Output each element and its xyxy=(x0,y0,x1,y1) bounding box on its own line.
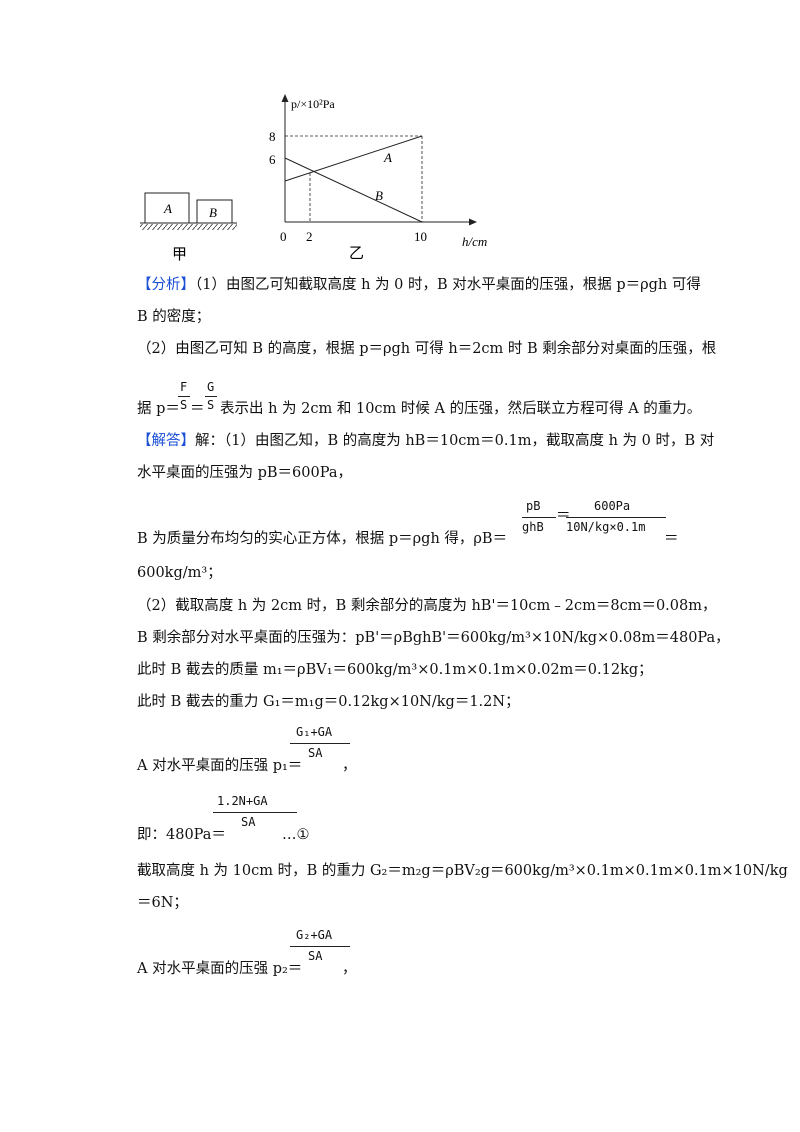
analysis-line-2: B 的密度； xyxy=(137,309,211,325)
y-tick-8: 8 xyxy=(269,129,276,144)
fraction-g-den: S xyxy=(207,398,215,412)
line-b-label: B xyxy=(375,188,383,203)
block-a-label: A xyxy=(163,201,172,216)
rho-frac-num: pB xyxy=(526,499,541,513)
figure-yi-caption: 乙 xyxy=(349,246,364,262)
x-tick-0: 0 xyxy=(280,229,287,244)
rho-frac-den: ghB xyxy=(522,520,544,534)
y-tick-6: 6 xyxy=(269,152,276,167)
answer-line-7: 此时 B 截去的质量 m₁＝ρBV₁＝600kg/m³×0.1m×0.1m×0.… xyxy=(137,662,653,678)
rho-frac-bar xyxy=(522,517,556,518)
line-a-label: A xyxy=(383,150,392,165)
p1-pre: A 对水平桌面的压强 p₁＝ xyxy=(137,758,303,774)
analysis-line-1: 【分析】（1）由图乙可知截取高度 h 为 0 时，B 对水平桌面的压强，根据 p… xyxy=(137,275,701,295)
analysis-line-3: （2）由图乙可知 B 的高度，根据 p＝ρgh 可得 h＝2cm 时 B 剩余部… xyxy=(137,341,717,357)
answer-line-3: B 为质量分布均匀的实心正方体，根据 p＝ρgh 得，ρB＝ xyxy=(137,531,508,547)
figure-jia-caption: 甲 xyxy=(172,247,187,263)
rho-frac2-num: 600Pa xyxy=(594,499,631,513)
x-tick-2: 2 xyxy=(306,229,313,244)
answer-line-6: B 剩余部分对水平桌面的压强为：pB'＝ρBghB'＝600kg/m³×10N/… xyxy=(137,630,730,646)
p2-den: SA xyxy=(308,949,323,963)
p2-post: ， xyxy=(342,961,357,977)
y-axis-label: p/×10²Pa xyxy=(291,97,335,111)
answer-line-2: 水平桌面的压强为 pB＝600Pa， xyxy=(137,465,352,481)
eq1-bar xyxy=(213,812,297,813)
p2-bar xyxy=(290,946,350,947)
figure-jia: A B 甲 xyxy=(140,192,237,263)
answer-line-1: 【解答】解：（1）由图乙知，B 的高度为 hB＝10cm＝0.1m，截取高度 h… xyxy=(137,431,714,451)
x-axis-label: h/cm xyxy=(462,234,487,249)
answer-line-10: ＝6N； xyxy=(137,895,188,911)
answer-line-3-end: ＝ xyxy=(664,531,679,547)
p1-bar xyxy=(290,743,350,744)
p1-post: ， xyxy=(342,758,357,774)
fraction-f-bar xyxy=(178,396,190,397)
x-tick-10: 10 xyxy=(414,229,427,244)
block-a xyxy=(144,192,190,224)
p1-den: SA xyxy=(308,746,323,760)
rho-frac2-bar xyxy=(566,517,666,518)
line-b xyxy=(284,157,423,223)
analysis-tag: 【分析】 xyxy=(137,277,195,293)
p2-num: G₂+GA xyxy=(296,928,333,942)
p1-num: G₁+GA xyxy=(296,725,333,739)
x-axis-arrow xyxy=(469,218,477,226)
answer-line-5: （2）截取高度 h 为 2cm 时，B 剩余部分的高度为 hB'＝10cm﹣2c… xyxy=(137,598,717,614)
eq1-den: SA xyxy=(241,815,256,829)
analysis-eq-sign: ＝ xyxy=(190,401,205,417)
block-b-label: B xyxy=(209,205,217,220)
analysis-line-4-pre: 据 p＝ xyxy=(137,401,180,417)
p2-pre: A 对水平桌面的压强 p₂＝ xyxy=(137,961,303,977)
analysis-line-4-post: 表示出 h 为 2cm 和 10cm 时候 A 的压强，然后联立方程可得 A 的… xyxy=(220,401,702,417)
answer-text-1: 解：（1）由图乙知，B 的高度为 hB＝10cm＝0.1m，截取高度 h 为 0… xyxy=(195,433,715,449)
fraction-f-num: F xyxy=(180,380,188,394)
answer-line-4: 600kg/m³； xyxy=(137,565,222,581)
fraction-f-den: S xyxy=(180,398,188,412)
eq1-num: 1.2N+GA xyxy=(217,794,268,808)
answer-line-9: 截取高度 h 为 10cm 时，B 的重力 G₂＝m₂g＝ρBV₂g＝600kg… xyxy=(137,863,788,879)
table-hatching xyxy=(140,224,237,230)
answer-line-8: 此时 B 截去的重力 G₁＝m₁g＝0.12kg×10N/kg＝1.2N； xyxy=(137,694,520,710)
answer-tag: 【解答】 xyxy=(137,433,195,449)
fraction-g-bar xyxy=(205,396,217,397)
rho-frac-eq-sign: ＝ xyxy=(556,508,571,524)
line-a xyxy=(284,135,423,182)
analysis-text-1: （1）由图乙可知截取高度 h 为 0 时，B 对水平桌面的压强，根据 p＝ρgh… xyxy=(195,277,701,293)
figure-yi: p/×10²Pa h/cm 8 6 0 2 10 A B 乙 xyxy=(269,94,487,262)
rho-frac2-den: 10N/kg×0.1m xyxy=(566,520,646,534)
eq1-pre: 即：480Pa＝ xyxy=(137,827,226,843)
fraction-g-num: G xyxy=(207,380,215,394)
y-axis-arrow xyxy=(281,94,289,102)
eq1-post: …① xyxy=(282,827,310,843)
